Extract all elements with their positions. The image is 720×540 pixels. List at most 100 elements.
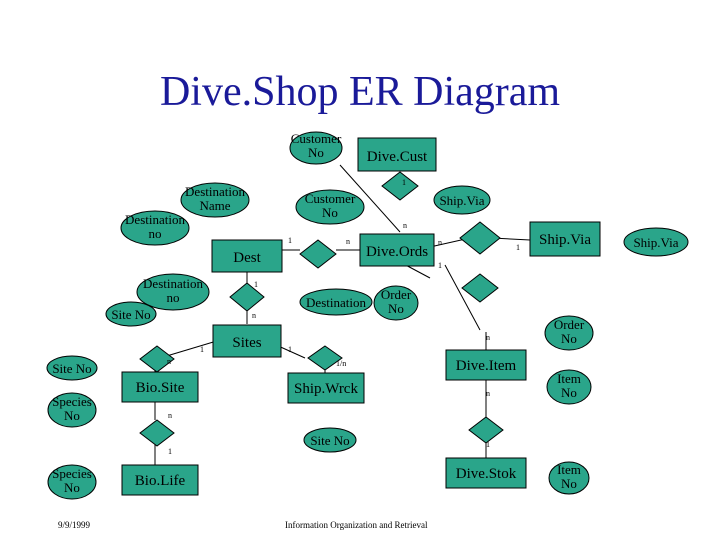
attr-ship-via-label: Ship.Via xyxy=(439,193,484,208)
card-item-n: n xyxy=(486,333,490,342)
card-sites-bio-1: 1 xyxy=(200,345,204,354)
card-ords-item-1: 1 xyxy=(438,261,442,270)
entity-ship-wrck-label: Ship.Wrck xyxy=(294,381,358,397)
attr-destination-name xyxy=(180,182,250,218)
entity-sites-label: Sites xyxy=(232,335,261,351)
attr-species-no-a-l2: No xyxy=(64,408,80,423)
card-stok-1: 1 xyxy=(486,440,490,449)
attr-customer-no-mid xyxy=(295,189,365,225)
attr-species-no-b xyxy=(47,464,97,500)
attr-order-no-b-l2: No xyxy=(561,331,577,346)
attr-item-no-a-l1: Item xyxy=(557,371,581,386)
attr-order-no-a xyxy=(373,285,419,321)
entity-dest-label: Dest xyxy=(233,250,261,266)
attr-site-no-c xyxy=(303,427,357,453)
card-ords-ship-1: 1 xyxy=(516,243,520,252)
entities: Dive.Cust Dest Dive.Ords Ship.Via Sites … xyxy=(121,137,601,496)
entity-ship-wrck xyxy=(287,372,365,404)
card-sites-wrck-1: 1 xyxy=(288,345,292,354)
entity-dive-item-label: Dive.Item xyxy=(456,358,517,374)
attr-destination xyxy=(299,288,373,316)
card-dest-sites-n: n xyxy=(252,311,256,320)
attr-destination-no-a-l2: no xyxy=(149,226,162,241)
card-bio-life-1: 1 xyxy=(168,447,172,456)
attr-order-no-b-l1: Order xyxy=(554,317,585,332)
attr-item-no-a xyxy=(546,369,592,405)
attr-customer-no-top xyxy=(289,131,343,165)
attr-destination-no-b xyxy=(136,273,210,311)
attr-customer-no-mid-l2: No xyxy=(322,205,338,220)
attr-customer-no-top-l1: Customer xyxy=(291,131,342,146)
attr-destination-no-b-l1: Destination xyxy=(143,276,203,291)
entity-bio-life xyxy=(121,464,199,496)
footer-course: Information Organization and Retrieval xyxy=(285,520,428,530)
rel-bio-life xyxy=(139,419,175,447)
entity-ship-via xyxy=(529,221,601,257)
attr-destination-no-a-l1: Destination xyxy=(125,212,185,227)
rel-cust-ords xyxy=(381,171,419,201)
page-title: Dive.Shop ER Diagram xyxy=(159,69,561,115)
attr-species-no-b-l2: No xyxy=(64,480,80,495)
attributes: Customer No Destination Name Destination… xyxy=(46,131,689,500)
card-bio-n: n xyxy=(168,411,172,420)
attr-ship-via-far xyxy=(623,227,689,257)
rel-item-stok xyxy=(468,416,504,444)
card-sites-bio-n: n xyxy=(167,357,171,366)
attr-destination-no-a xyxy=(120,210,190,246)
card-sites-wrck-1n: 1/n xyxy=(336,359,346,368)
entity-sites xyxy=(212,324,282,358)
attr-ship-via xyxy=(433,185,491,215)
attr-site-no-a-label: Site No xyxy=(111,307,150,322)
cardinality-labels: 1 n 1 n n 1 1 1 n 1 n 1 1/n n n 1 n 1 xyxy=(167,178,520,456)
entity-bio-site-label: Bio.Site xyxy=(136,380,185,396)
attr-order-no-b xyxy=(544,315,594,351)
entity-dive-cust-label: Dive.Cust xyxy=(367,149,428,165)
entity-bio-site xyxy=(121,371,199,403)
relationship-diamonds xyxy=(139,171,504,447)
rel-ords-ship xyxy=(459,221,501,255)
attr-customer-no-top-l2: No xyxy=(308,145,324,160)
attr-destination-no-b-l2: no xyxy=(167,290,180,305)
entity-dive-item xyxy=(445,349,527,381)
footer-date: 9/9/1999 xyxy=(58,520,91,530)
connector-lines xyxy=(154,164,531,468)
rel-ords-item xyxy=(461,273,499,303)
card-cust-ords-n: n xyxy=(403,221,407,230)
entity-dest xyxy=(211,239,283,273)
entity-dive-ords xyxy=(359,233,435,267)
attr-customer-no-mid-l1: Customer xyxy=(305,191,356,206)
attr-species-no-b-l1: Species xyxy=(52,466,92,481)
attr-site-no-b xyxy=(46,355,98,381)
attr-order-no-a-l2: No xyxy=(388,301,404,316)
entity-dive-ords-label: Dive.Ords xyxy=(366,244,428,260)
attr-site-no-b-label: Site No xyxy=(52,361,91,376)
entity-dive-cust xyxy=(357,137,437,172)
attr-item-no-b-l2: No xyxy=(561,476,577,491)
attr-destination-name-l1: Destination xyxy=(185,184,245,199)
attr-destination-label: Destination xyxy=(306,295,366,310)
card-item-stok-n: n xyxy=(486,389,490,398)
attr-item-no-b xyxy=(548,461,590,495)
entity-dive-stok xyxy=(445,457,527,489)
attr-site-no-c-label: Site No xyxy=(310,433,349,448)
entity-ship-via-label: Ship.Via xyxy=(539,232,591,248)
card-ords-ship-n: n xyxy=(438,238,442,247)
rel-dest-ords xyxy=(299,239,337,269)
attr-item-no-b-l1: Item xyxy=(557,462,581,477)
attr-order-no-a-l1: Order xyxy=(381,287,412,302)
attr-item-no-a-l2: No xyxy=(561,385,577,400)
attr-species-no-a xyxy=(47,392,97,428)
card-dest-ords-n: n xyxy=(346,237,350,246)
card-dest-ords-1: 1 xyxy=(288,236,292,245)
entity-dive-stok-label: Dive.Stok xyxy=(456,466,517,482)
attr-species-no-a-l1: Species xyxy=(52,394,92,409)
rel-dest-sites xyxy=(229,282,265,312)
rel-sites-wrck xyxy=(307,345,343,371)
entity-bio-life-label: Bio.Life xyxy=(135,473,186,489)
attr-site-no-a xyxy=(105,301,157,327)
attr-destination-name-l2: Name xyxy=(199,198,230,213)
card-dest-sites-1: 1 xyxy=(254,280,258,289)
card-cust-ords-1: 1 xyxy=(402,178,406,187)
attr-ship-via-far-label: Ship.Via xyxy=(633,235,678,250)
